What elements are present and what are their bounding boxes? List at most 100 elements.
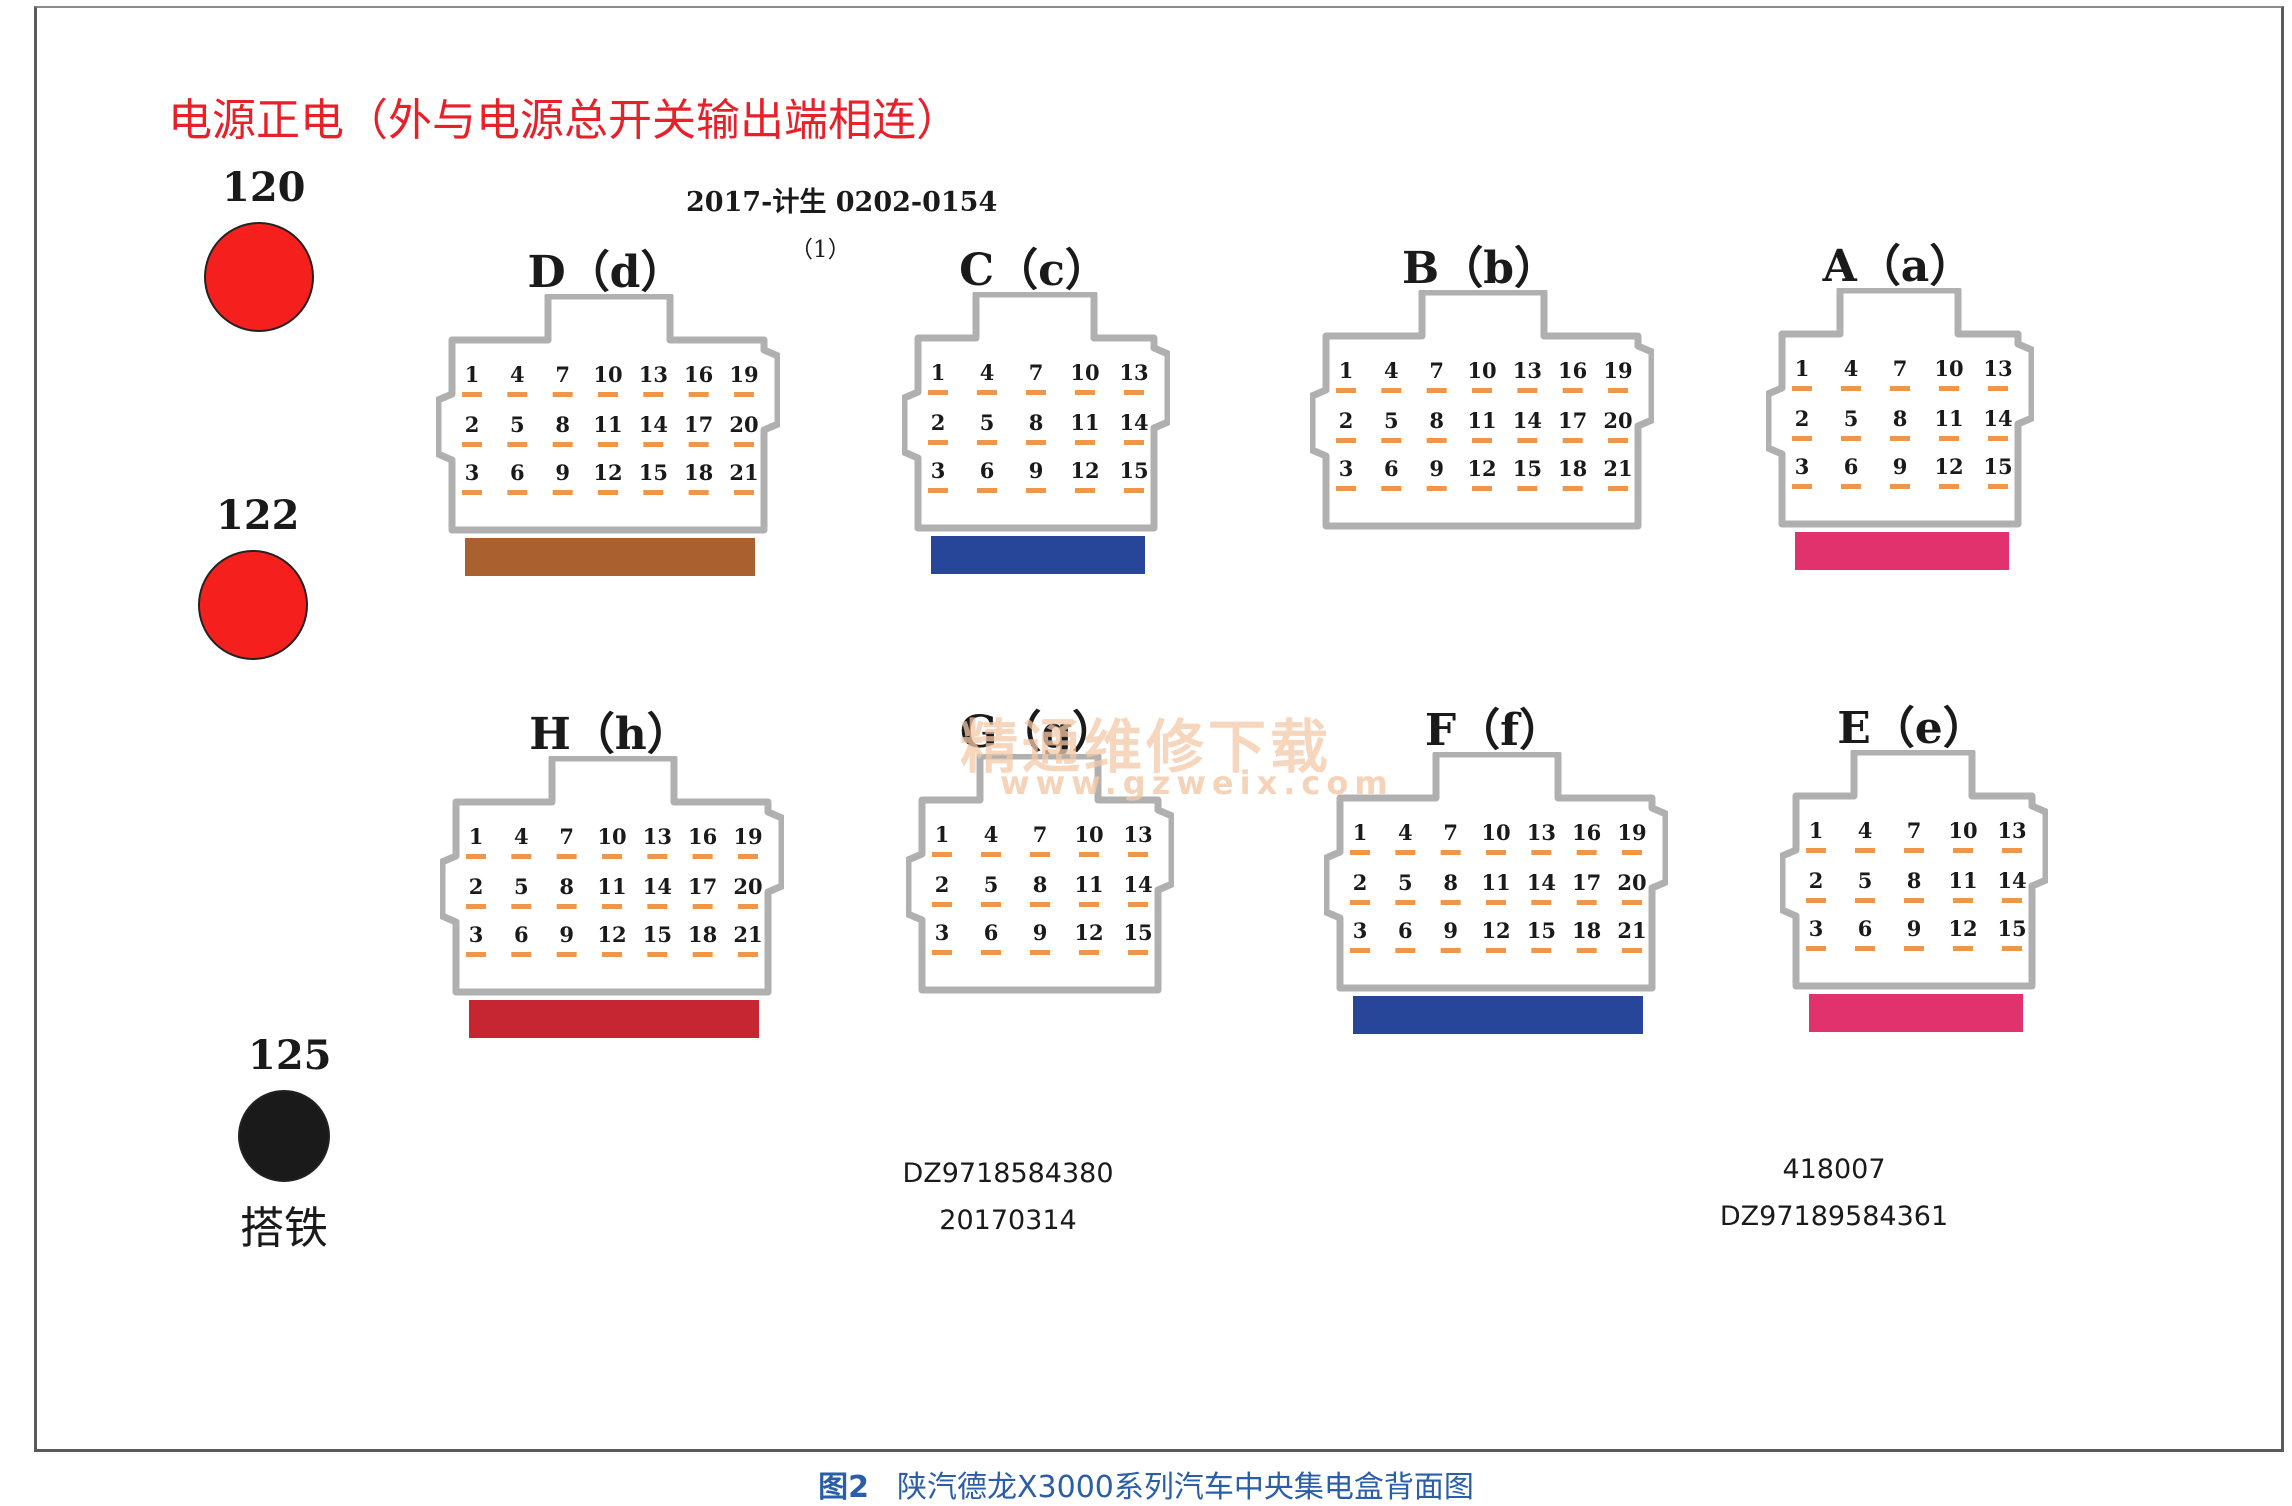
pin-number: 16 <box>688 824 717 849</box>
pin-marker <box>1395 900 1416 905</box>
pin-number: 9 <box>1033 920 1048 945</box>
pin-number: 7 <box>1893 356 1908 381</box>
pin-number: 15 <box>1983 454 2012 479</box>
pin-number: 13 <box>1119 360 1148 385</box>
document-code: 2017-计生 0202-0154 <box>686 187 998 218</box>
pin-number: 6 <box>1384 456 1399 481</box>
pin-marker <box>1350 948 1370 953</box>
pin-marker <box>1440 900 1461 905</box>
pin-marker <box>1426 388 1447 393</box>
pin-marker <box>552 392 573 397</box>
pin-number: 15 <box>1123 920 1152 945</box>
connector-title: E（e） <box>1837 703 1987 754</box>
pin-marker <box>647 952 668 957</box>
pin-number: 14 <box>639 412 668 437</box>
pin-marker <box>1472 438 1492 443</box>
part-code-left-2: 20170314 <box>939 1205 1077 1236</box>
pin-marker <box>1075 488 1095 493</box>
connector-title: D（d） <box>527 247 685 298</box>
pin-marker <box>977 390 997 395</box>
pin-marker <box>1855 946 1875 951</box>
connector-title: H（h） <box>529 709 691 760</box>
pin-marker <box>1562 388 1583 393</box>
pin-marker <box>507 392 528 397</box>
pin-number: 12 <box>1070 458 1099 483</box>
pin-marker <box>928 488 948 493</box>
terminal-125-label: 125 <box>248 1032 332 1079</box>
pin-marker <box>466 904 486 909</box>
pin-number: 18 <box>688 922 717 947</box>
pin-number: 11 <box>1934 406 1963 431</box>
pin-marker <box>1855 898 1875 903</box>
pin-marker <box>1030 950 1050 955</box>
connector-color-bar <box>1809 994 2023 1032</box>
pin-marker <box>738 904 758 909</box>
pin-number: 15 <box>1527 918 1556 943</box>
pin-number: 10 <box>593 362 622 387</box>
pin-marker <box>738 854 758 859</box>
pin-marker <box>1079 902 1099 907</box>
pin-marker <box>466 952 486 957</box>
pin-number: 21 <box>1617 918 1646 943</box>
pin-number: 10 <box>1481 820 1510 845</box>
pin-number: 20 <box>1617 870 1646 895</box>
pin-number: 6 <box>514 922 529 947</box>
pin-marker <box>1904 946 1924 951</box>
pin-number: 7 <box>1029 360 1044 385</box>
pin-number: 10 <box>597 824 626 849</box>
pin-number: 6 <box>1844 454 1859 479</box>
pin-number: 4 <box>980 360 995 385</box>
pin-number: 14 <box>1513 408 1542 433</box>
pin-number: 7 <box>555 362 570 387</box>
pin-marker <box>1075 390 1095 395</box>
pin-number: 1 <box>469 824 484 849</box>
pin-marker <box>1350 900 1370 905</box>
pin-number: 1 <box>1339 358 1354 383</box>
pin-number: 14 <box>1527 870 1556 895</box>
pin-number: 8 <box>1429 408 1444 433</box>
pin-marker <box>466 854 486 859</box>
pin-number: 2 <box>931 410 946 435</box>
pin-marker <box>2002 946 2022 951</box>
pin-marker <box>643 392 664 397</box>
pin-number: 15 <box>1119 458 1148 483</box>
pin-marker <box>734 490 754 495</box>
pin-number: 2 <box>1795 406 1810 431</box>
pin-number: 17 <box>1558 408 1587 433</box>
pin-number: 8 <box>1029 410 1044 435</box>
pin-number: 2 <box>1809 868 1824 893</box>
pin-marker <box>1608 486 1628 491</box>
pin-number: 19 <box>1603 358 1632 383</box>
pin-number: 5 <box>1398 870 1413 895</box>
pin-number: 15 <box>643 922 672 947</box>
pin-number: 9 <box>1443 918 1458 943</box>
pin-marker <box>1336 486 1356 491</box>
pin-marker <box>928 390 948 395</box>
pin-marker <box>1988 386 2008 391</box>
pin-number: 10 <box>1934 356 1963 381</box>
pin-number: 4 <box>514 824 529 849</box>
pin-marker <box>2002 848 2022 853</box>
pin-marker <box>1124 488 1144 493</box>
pin-marker <box>1440 850 1461 855</box>
pin-number: 1 <box>1809 818 1824 843</box>
pin-marker <box>1381 438 1402 443</box>
pin-number: 16 <box>1572 820 1601 845</box>
pin-marker <box>556 952 577 957</box>
pin-number: 13 <box>1983 356 2012 381</box>
pin-number: 18 <box>1558 456 1587 481</box>
pin-marker <box>1806 946 1826 951</box>
pin-number: 11 <box>1948 868 1977 893</box>
pin-marker <box>981 852 1001 857</box>
connector-outline <box>436 294 780 534</box>
pin-number: 8 <box>1443 870 1458 895</box>
pin-number: 8 <box>1033 872 1048 897</box>
pin-number: 3 <box>1353 918 1368 943</box>
